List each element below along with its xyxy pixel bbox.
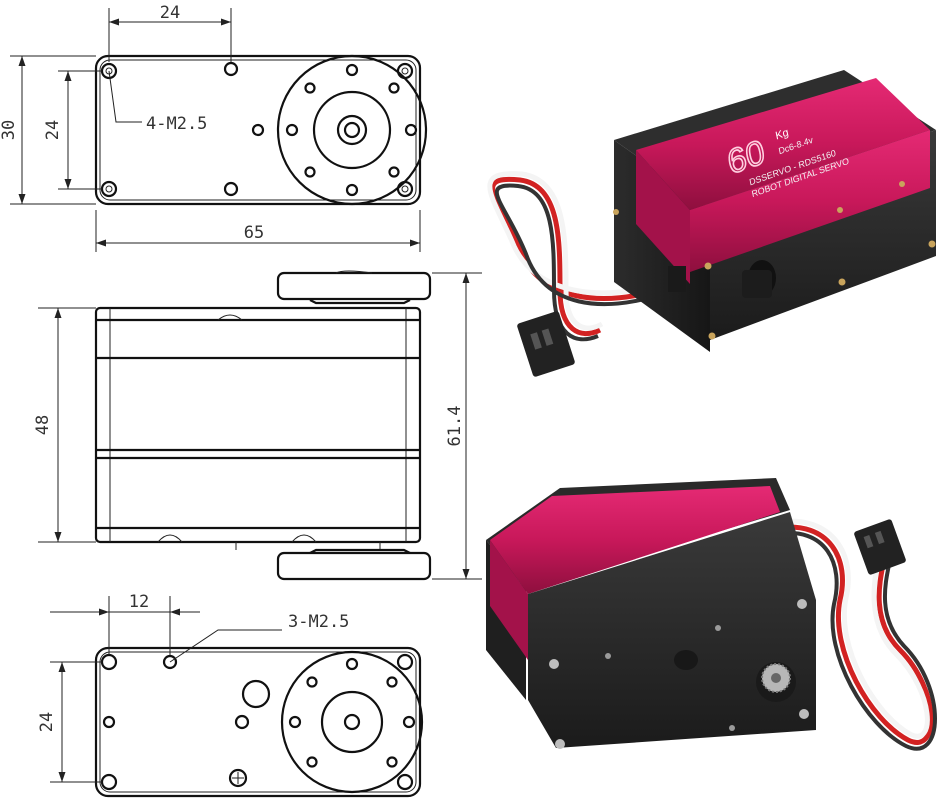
screw [928,240,936,248]
side-view: 48 61.4 [33,270,482,581]
screw [549,659,559,669]
top-view-outline [94,54,422,206]
mount-hole [396,653,414,671]
connector-plug [854,519,906,575]
bottom-hole-callout: 3-M2.5 [288,612,349,632]
servo-body-side [94,306,422,544]
servo-front-face [528,512,816,748]
servo-cable [775,518,937,751]
dim-bottom-hole-spacing: 12 [129,592,149,612]
top-view: 24 30 24 4-M2.5 65 [0,3,428,252]
dim-body-height: 48 [33,415,53,435]
screw-hole [162,654,178,670]
output-horn [276,54,428,206]
bottom-view-outline [94,646,422,798]
round-port [241,679,271,709]
torque-unit: Kg [774,126,789,142]
mount-hole [396,62,414,80]
dim-length: 65 [244,223,264,243]
screw [838,278,846,286]
screw-hole [223,61,239,77]
dim-height-outer: 30 [0,120,19,140]
mount-hole [100,180,118,198]
dim-hole-spacing: 24 [160,3,180,23]
horn-disc-top [276,271,432,301]
servo-cable [487,171,673,342]
screw-hole [223,181,239,197]
phillips-screw [228,768,248,788]
screw-hole [251,123,265,137]
screw [799,709,809,719]
screw [708,332,716,340]
dim-bottom-height: 24 [37,712,57,732]
mount-hole [396,773,414,791]
dim-height-holes: 24 [43,120,63,140]
screw [555,739,565,749]
bottom-view: 12 3-M2.5 24 [37,592,424,798]
dim-total-height: 61.4 [445,406,465,447]
horn-disc-bottom [276,551,432,581]
output-horn [280,650,424,794]
mount-hole [396,180,414,198]
screw [704,262,712,270]
hole-callout: 4-M2.5 [146,114,207,134]
screw [797,599,807,609]
mount-hole [100,773,118,791]
servo-label-band [490,486,780,594]
mount-hole [100,653,118,671]
servo-label-band [636,150,690,284]
servo-photo-bottom: 60 Kg Dc6-8.4v DSSERVO - RDS5160 ROBOT D… [486,478,937,751]
connector-plug [517,311,575,377]
servo-photo-top: 60 Kg Dc6-8.4v DSSERVO - RDS5160 ROBOT D… [487,70,936,377]
